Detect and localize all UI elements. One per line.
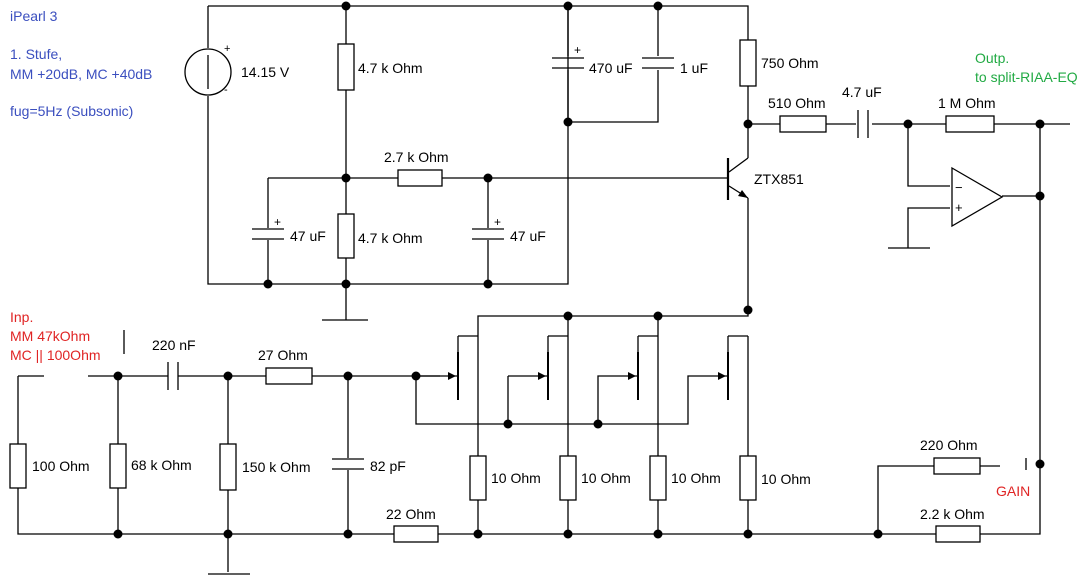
opamp-plus-sign: + [955,200,963,215]
resistor-220-label: 220 Ohm [920,437,978,453]
opamp: − + [951,166,1004,228]
supply-wires [207,5,749,321]
resistor-4k7-top-label: 4.7 k Ohm [358,60,423,76]
resistor-10-c-label: 10 Ohm [671,470,721,486]
source-plus-sign: + [224,43,230,55]
input-wires [17,375,1041,575]
resistor-10-d: 10 Ohm [739,455,811,501]
capacitor-470u-label: 470 uF [589,60,633,76]
resistor-750-label: 750 Ohm [761,55,819,71]
circuit-title: iPearl 3 [10,8,58,24]
transistor-label: ZTX851 [754,171,804,187]
resistor-150k: 150 k Ohm [219,443,310,491]
resistor-2k2-label: 2.2 k Ohm [920,506,985,522]
resistor-4k7-top: 4.7 k Ohm [337,43,423,91]
output-target-note: to split-RIAA-EQ [975,69,1078,85]
resistor-100-label: 100 Ohm [32,458,90,474]
capacitor-470u: + 470 uF [552,43,633,76]
resistor-68k: 68 k Ohm [109,443,192,489]
capacitor-47u-left-plus: + [274,215,281,229]
jfet-array-wires [415,310,749,534]
resistor-1M: 1 M Ohm [938,95,996,133]
resistor-10-b-label: 10 Ohm [581,470,631,486]
resistor-27: 27 Ohm [258,347,313,385]
resistor-2k7: 2.7 k Ohm [384,149,449,187]
capacitor-220n: 220 nF [152,337,196,390]
input-label: Inp. [10,309,33,325]
resistor-22-label: 22 Ohm [386,506,436,522]
resistor-68k-label: 68 k Ohm [131,457,192,473]
capacitor-220n-label: 220 nF [152,337,196,353]
gain-label: GAIN [996,483,1030,499]
resistor-750: 750 Ohm [739,39,819,87]
transistor-ztx851: ZTX851 [726,122,804,310]
stage-note: 1. Stufe, [10,46,62,62]
resistor-10-a: 10 Ohm [469,455,541,501]
opamp-minus-sign: − [955,180,963,195]
jfet-1 [448,352,459,400]
capacitor-470u-plus: + [574,43,581,57]
resistor-220: 220 Ohm [920,437,981,475]
capacitor-1u-label: 1 uF [680,60,708,76]
resistor-2k2: 2.2 k Ohm [920,506,985,543]
gain-note: MM +20dB, MC +40dB [10,66,152,82]
resistor-27-label: 27 Ohm [258,347,308,363]
capacitor-82p: 82 pF [332,458,406,474]
capacitor-1u: 1 uF [642,57,708,76]
output-label: Outp. [975,50,1009,66]
resistor-10-c: 10 Ohm [649,455,721,501]
capacitor-4u7-label: 4.7 uF [842,84,882,100]
capacitor-47u-right-label: 47 uF [510,228,546,244]
source-minus-sign: - [224,84,228,96]
capacitor-47u-right: + 47 uF [472,215,546,244]
resistor-4k7-bottom-label: 4.7 k Ohm [358,230,423,246]
resistor-22: 22 Ohm [386,506,439,543]
resistor-4k7-bottom: 4.7 k Ohm [337,213,423,259]
fug-note: fug=5Hz (Subsonic) [10,103,133,119]
resistor-100: 100 Ohm [9,443,90,489]
resistor-10-a-label: 10 Ohm [491,470,541,486]
junction-dots [113,1,1045,539]
capacitor-82p-label: 82 pF [370,458,406,474]
voltage-source: + - 14.15 V [184,43,290,96]
capacitor-47u-right-plus: + [494,215,501,229]
capacitor-47u-left: + 47 uF [252,215,326,244]
resistor-150k-label: 150 k Ohm [242,459,310,475]
resistor-510-label: 510 Ohm [768,95,826,111]
jfet-2 [538,352,549,400]
input-mm-note: MM 47kOhm [10,328,90,344]
jfet-4 [718,352,729,400]
resistor-1M-label: 1 M Ohm [938,95,996,111]
resistor-10-b: 10 Ohm [559,455,631,501]
capacitor-4u7: 4.7 uF [842,84,882,138]
jfet-3 [628,352,639,400]
resistor-10-d-label: 10 Ohm [761,471,811,487]
input-mc-note: MC || 100Ohm [10,347,101,363]
resistor-2k7-label: 2.7 k Ohm [384,149,449,165]
source-voltage-label: 14.15 V [241,64,290,80]
resistor-510: 510 Ohm [768,95,827,133]
capacitor-47u-left-label: 47 uF [290,228,326,244]
